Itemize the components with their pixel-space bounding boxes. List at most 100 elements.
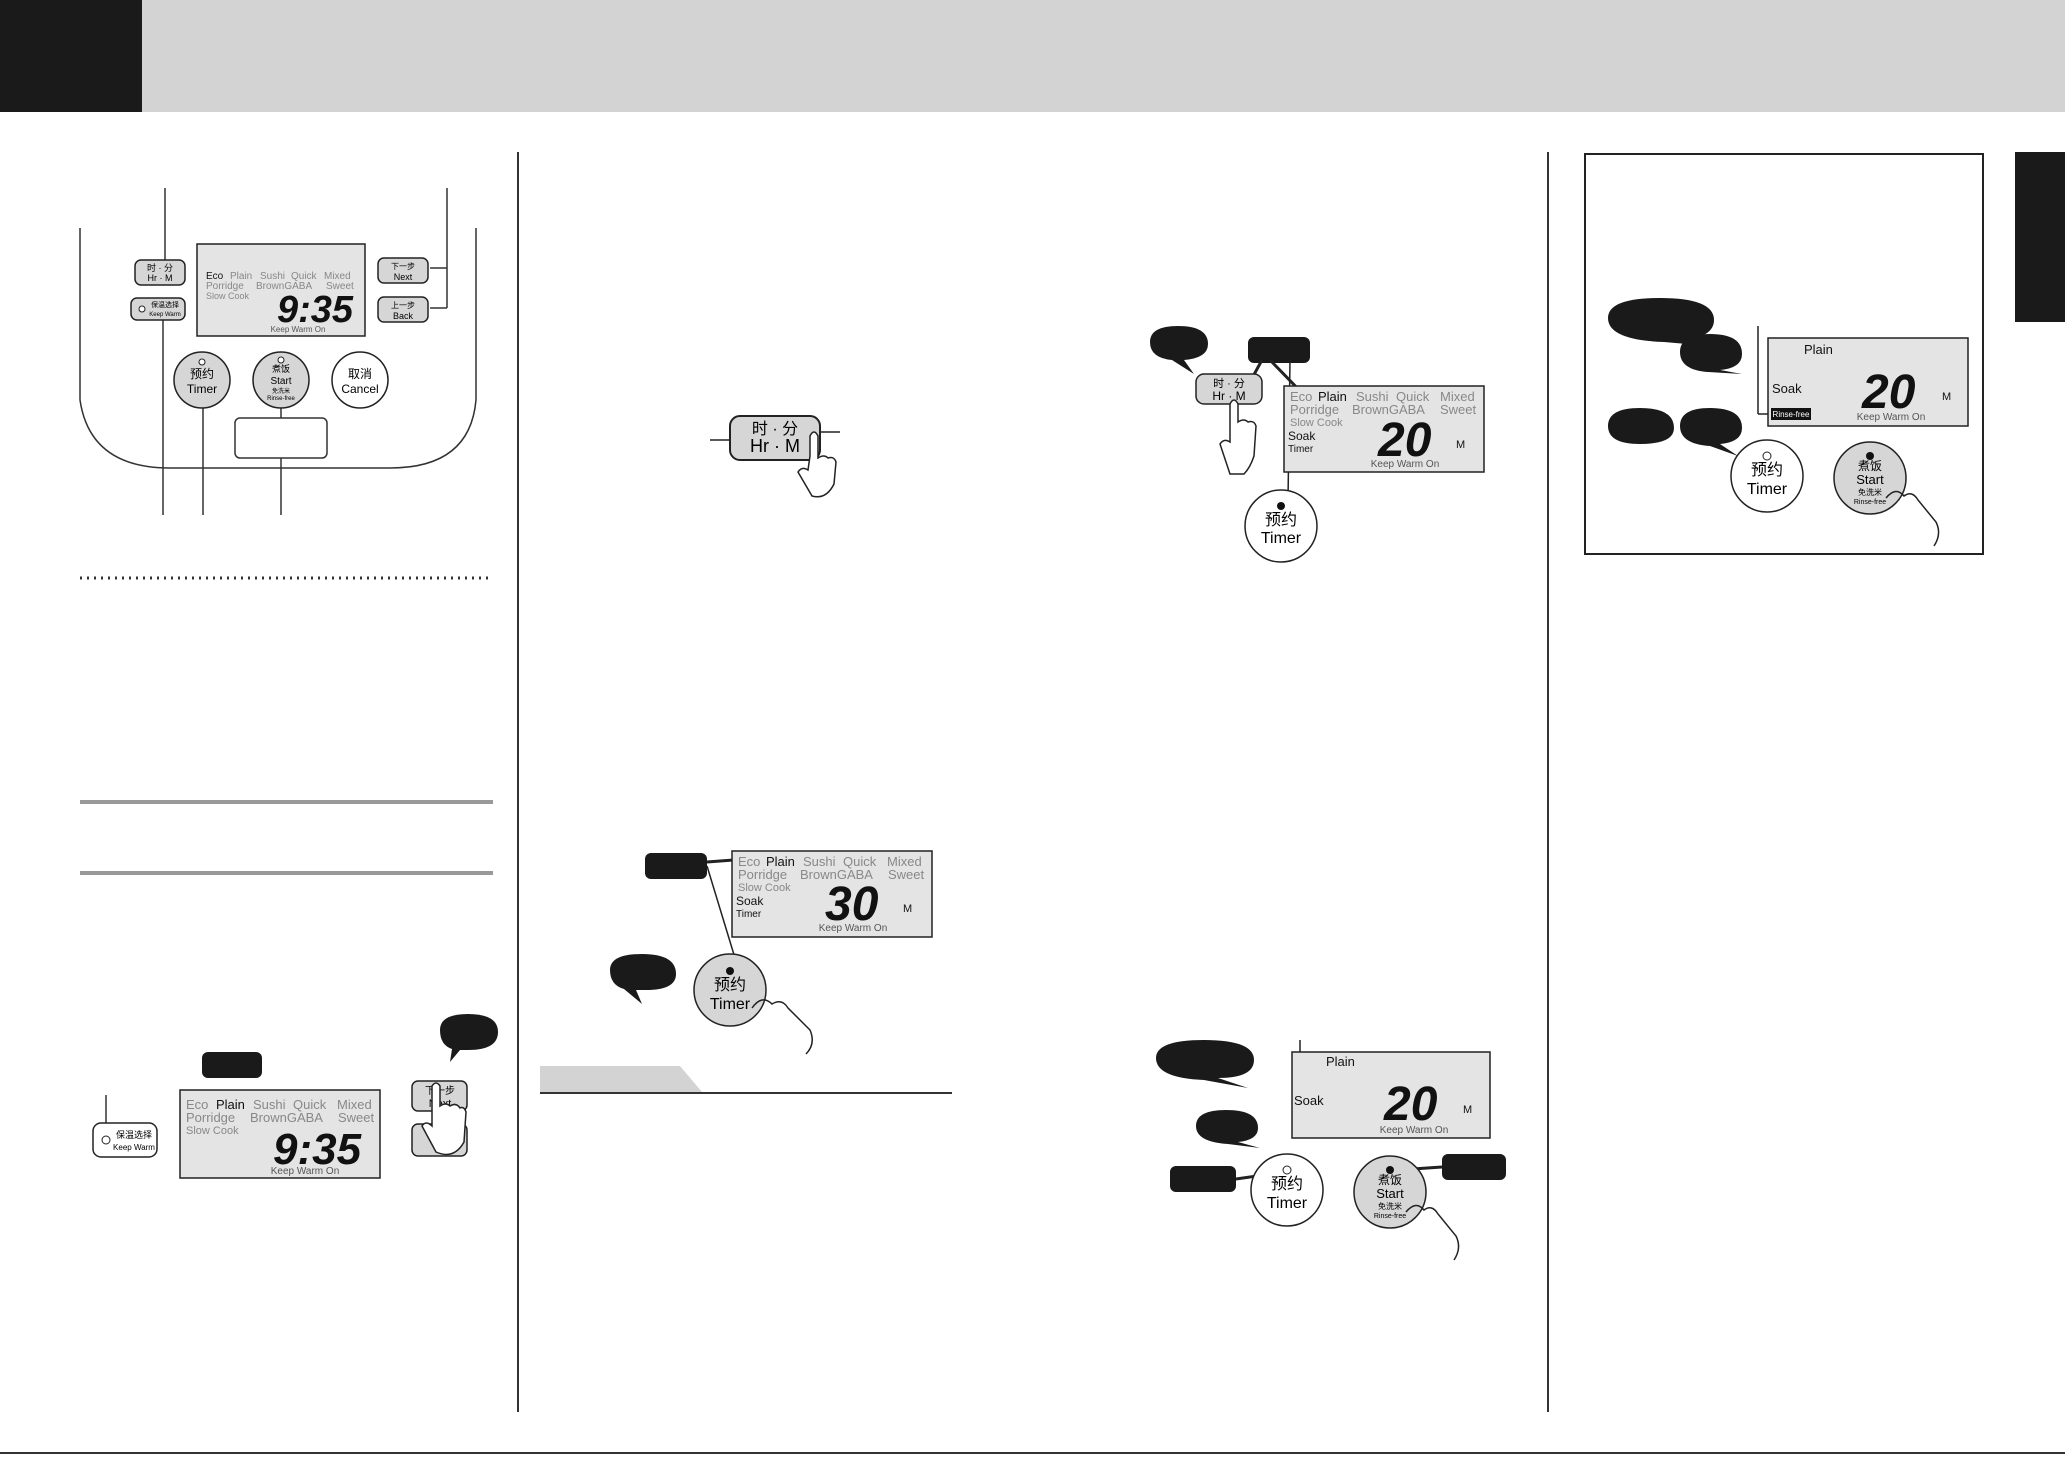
svg-text:预约: 预约	[1751, 461, 1783, 479]
soak-20-start-illustration: Plain Soak 20 M Keep Warm On 预约 Timer 煮饭…	[1156, 1040, 1506, 1261]
svg-text:Sweet: Sweet	[326, 281, 354, 292]
svg-text:Mixed: Mixed	[324, 271, 351, 282]
svg-text:Rinse-free: Rinse-free	[1374, 1213, 1406, 1220]
svg-text:Start: Start	[270, 376, 291, 387]
svg-text:煮饭: 煮饭	[1378, 1173, 1402, 1187]
svg-text:20: 20	[1861, 366, 1916, 419]
svg-text:Eco: Eco	[186, 1097, 208, 1112]
start-button-3[interactable]: 煮饭 Start 免洗米 Rinse-free	[1833, 441, 1907, 515]
back-button[interactable]: 上一步 Back	[377, 296, 429, 323]
svg-text:Mixed: Mixed	[887, 854, 922, 869]
svg-text:预约: 预约	[714, 976, 746, 994]
svg-text:Eco: Eco	[738, 854, 760, 869]
hr-m-press-illustration: 时 · 分 Hr · M	[710, 415, 840, 498]
svg-text:Soak: Soak	[1772, 381, 1802, 396]
svg-text:Hr · M: Hr · M	[1212, 389, 1245, 403]
svg-text:Rinse-free: Rinse-free	[1773, 410, 1810, 419]
soak-20-timer-illustration: 时 · 分 Hr · M Eco Plain Sushi Quick Mixed…	[1150, 326, 1485, 563]
svg-text:M: M	[903, 903, 912, 915]
keep-warm-button-2[interactable]: 保温选择 Keep Warm	[92, 1122, 158, 1158]
hr-m-button-large[interactable]: 时 · 分 Hr · M	[729, 415, 821, 461]
svg-text:Sushi: Sushi	[260, 271, 285, 282]
svg-text:Slow Cook: Slow Cook	[1290, 417, 1343, 429]
column-divider-1	[517, 152, 519, 1412]
svg-text:Quick: Quick	[291, 271, 318, 282]
svg-text:Keep Warm: Keep Warm	[149, 312, 180, 318]
svg-text:Cancel: Cancel	[341, 382, 378, 396]
start-button-2[interactable]: 煮饭 Start 免洗米 Rinse-free	[1353, 1155, 1427, 1229]
hr-m-button-3[interactable]: 时 · 分 Hr · M	[1195, 373, 1263, 405]
keep-warm-step-illustration: 保温选择 Keep Warm Eco Plain Sushi Quick Mix…	[92, 1014, 498, 1179]
speech-bubble-7	[1680, 334, 1742, 374]
svg-text:M: M	[1456, 439, 1465, 451]
cancel-button[interactable]: 取消 Cancel	[331, 351, 389, 409]
svg-text:Hr · M: Hr · M	[750, 436, 800, 456]
svg-text:BrownGABA: BrownGABA	[250, 1110, 323, 1125]
svg-text:Plain: Plain	[230, 271, 252, 282]
start-button[interactable]: 煮饭 Start 免洗米 Rinse-free	[252, 351, 310, 409]
svg-text:Sweet: Sweet	[1440, 402, 1477, 417]
svg-text:Plain: Plain	[1318, 389, 1347, 404]
svg-text:Keep Warm: Keep Warm	[113, 1143, 155, 1152]
svg-text:Hr · M: Hr · M	[148, 273, 173, 283]
section-tab	[540, 1066, 952, 1094]
svg-text:Keep Warm On: Keep Warm On	[1371, 459, 1440, 470]
svg-text:Sweet: Sweet	[888, 867, 925, 882]
svg-text:Slow Cook: Slow Cook	[738, 882, 791, 894]
timer-button[interactable]: 预约 Timer	[173, 351, 231, 409]
lcd-display: Eco Plain Sushi Quick Mixed Porridge Bro…	[196, 243, 366, 337]
svg-text:Sushi: Sushi	[1356, 389, 1389, 404]
svg-text:保温选择: 保温选择	[151, 300, 179, 309]
svg-text:Quick: Quick	[1396, 389, 1430, 404]
lcd-display-4: Eco Plain Sushi Quick Mixed Porridge Bro…	[1283, 385, 1485, 473]
speech-bubble-2	[610, 954, 676, 1004]
svg-text:时 · 分: 时 · 分	[1213, 377, 1245, 390]
svg-text:Sweet: Sweet	[338, 1110, 375, 1125]
speech-bubble-1	[440, 1014, 498, 1062]
svg-text:Plain: Plain	[1326, 1054, 1355, 1069]
footer-rule	[0, 1452, 2065, 1454]
svg-text:Sushi: Sushi	[803, 854, 836, 869]
control-panel-illustration: 时 · 分 Hr · M 保温选择 Keep Warm Eco Plain Su…	[79, 188, 477, 515]
svg-text:BrownGABA: BrownGABA	[256, 281, 312, 292]
hr-m-button[interactable]: 时 · 分 Hr · M	[134, 259, 186, 286]
speech-bubble-5	[1196, 1110, 1260, 1148]
svg-text:20: 20	[1383, 1078, 1438, 1131]
svg-text:Plain: Plain	[216, 1097, 245, 1112]
svg-text:Keep Warm On: Keep Warm On	[1857, 412, 1926, 423]
timer-button-3[interactable]: 预约 Timer	[1244, 489, 1318, 563]
svg-text:Eco: Eco	[1290, 389, 1312, 404]
svg-text:免洗米: 免洗米	[1858, 487, 1882, 497]
svg-text:Timer: Timer	[187, 382, 217, 396]
lcd-display-3: Eco Plain Sushi Quick Mixed Porridge Bro…	[731, 850, 933, 938]
timer-button-4[interactable]: 预约 Timer	[1250, 1153, 1324, 1227]
svg-text:预约: 预约	[190, 366, 214, 381]
next-button[interactable]: 下一步 Next	[377, 257, 429, 284]
svg-text:煮饭: 煮饭	[1858, 459, 1882, 473]
timer-button-2[interactable]: 预约 Timer	[693, 953, 767, 1027]
svg-text:Porridge: Porridge	[738, 867, 787, 882]
timer-button-5[interactable]: 预约 Timer	[1730, 439, 1804, 513]
lcd-display-2: Eco Plain Sushi Quick Mixed Porridge Bro…	[179, 1089, 381, 1179]
keep-warm-button[interactable]: 保温选择 Keep Warm	[130, 297, 186, 321]
svg-text:时 · 分: 时 · 分	[752, 420, 798, 438]
svg-text:20: 20	[1377, 414, 1432, 467]
svg-text:Porridge: Porridge	[1290, 402, 1339, 417]
svg-text:M: M	[1942, 391, 1951, 403]
svg-text:煮饭: 煮饭	[272, 363, 290, 374]
svg-text:9:35: 9:35	[273, 1125, 362, 1174]
svg-text:Timer: Timer	[1288, 444, 1314, 455]
svg-text:9:35: 9:35	[277, 289, 354, 331]
svg-text:Rinse-free: Rinse-free	[267, 396, 295, 402]
speech-bubble-6	[1608, 298, 1714, 346]
svg-text:Porridge: Porridge	[186, 1110, 235, 1125]
side-tab	[2015, 152, 2065, 322]
svg-text:BrownGABA: BrownGABA	[1352, 402, 1425, 417]
svg-text:Quick: Quick	[843, 854, 877, 869]
svg-text:BrownGABA: BrownGABA	[800, 867, 873, 882]
svg-text:Slow Cook: Slow Cook	[186, 1125, 239, 1137]
svg-text:Back: Back	[393, 311, 414, 321]
svg-text:Start: Start	[1376, 1186, 1404, 1201]
speech-bubble-3	[1150, 326, 1208, 374]
